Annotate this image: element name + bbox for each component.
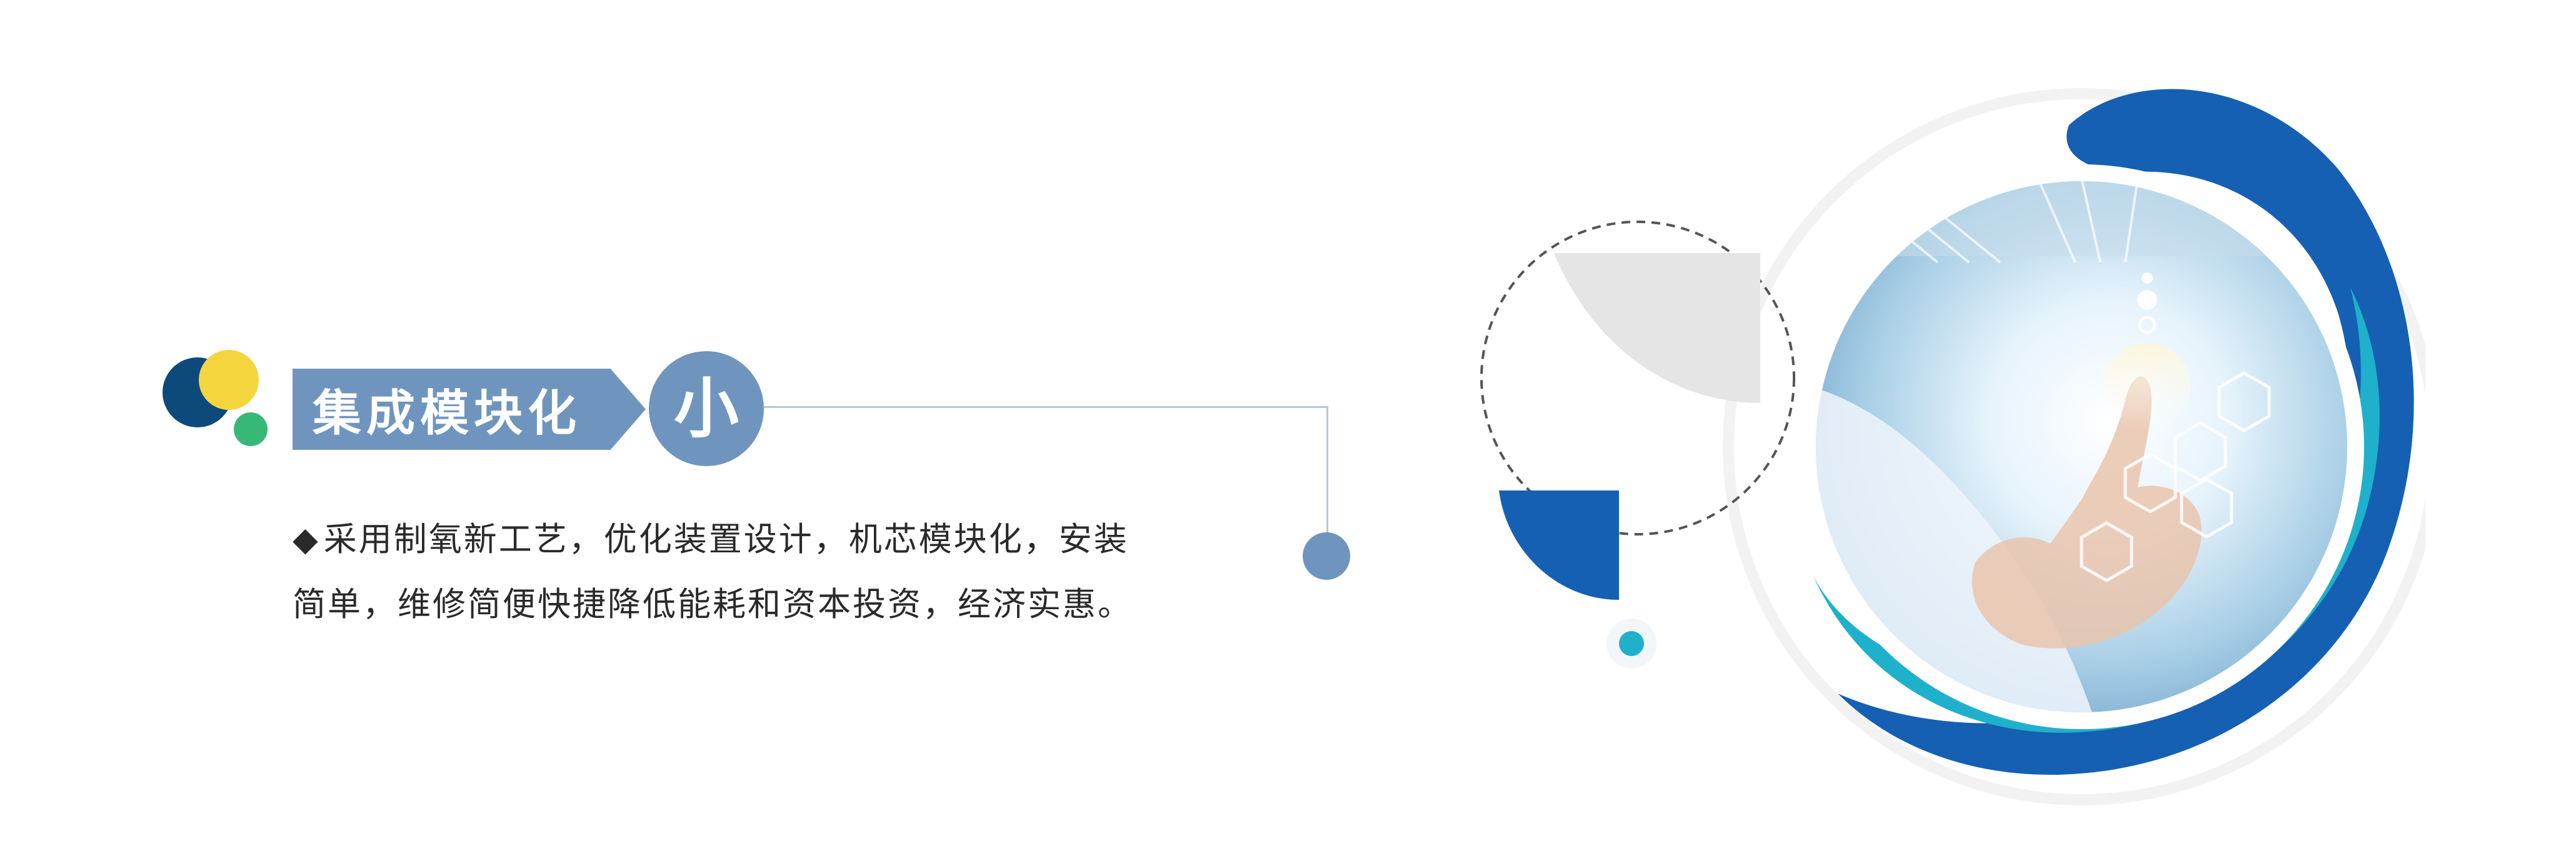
dashed-circle: [1480, 221, 1795, 535]
feature-description: ◆采用制氧新工艺，优化装置设计，机芯模块化，安装 简单，维修简便快捷降低能耗和资…: [293, 507, 1199, 637]
connector-end-dot: [1303, 532, 1350, 580]
feature-title: 集成模块化: [313, 386, 582, 442]
outer-ring-arc: [1723, 88, 2425, 805]
hero-graphic: [1480, 88, 2425, 805]
cloud-icon: [2137, 290, 2157, 310]
description-line-1: ◆采用制氧新工艺，优化装置设计，机芯模块化，安装: [293, 507, 1199, 572]
gray-quarter-circle: [1554, 253, 1760, 403]
status-dot-icon: [2142, 272, 2153, 284]
title-badge: 集成模块化: [293, 369, 646, 450]
bullet-icon: ◆: [293, 520, 320, 559]
small-cyan-dot: [1619, 631, 1644, 656]
yellow-dot: [199, 350, 259, 410]
highlight-char: 小: [673, 371, 739, 447]
pointing-hand: [1972, 376, 2202, 649]
highlight-circle: 小: [649, 351, 764, 466]
connector-line-horizontal: [764, 406, 1328, 408]
decorative-dots: [163, 350, 281, 450]
fingertip-glow: [2103, 344, 2191, 431]
description-text-1: 采用制氧新工艺，优化装置设计，机芯模块化，安装: [323, 520, 1129, 559]
hexagon-tech-icon: [2080, 371, 2271, 582]
connector-line-vertical: [1326, 406, 1328, 544]
description-line-2: 简单，维修简便快捷降低能耗和资本投资，经济实惠。: [293, 585, 1133, 624]
blue-quarter-block: [1499, 490, 1619, 600]
gear-icon: [2138, 316, 2157, 334]
green-dot: [234, 412, 268, 446]
